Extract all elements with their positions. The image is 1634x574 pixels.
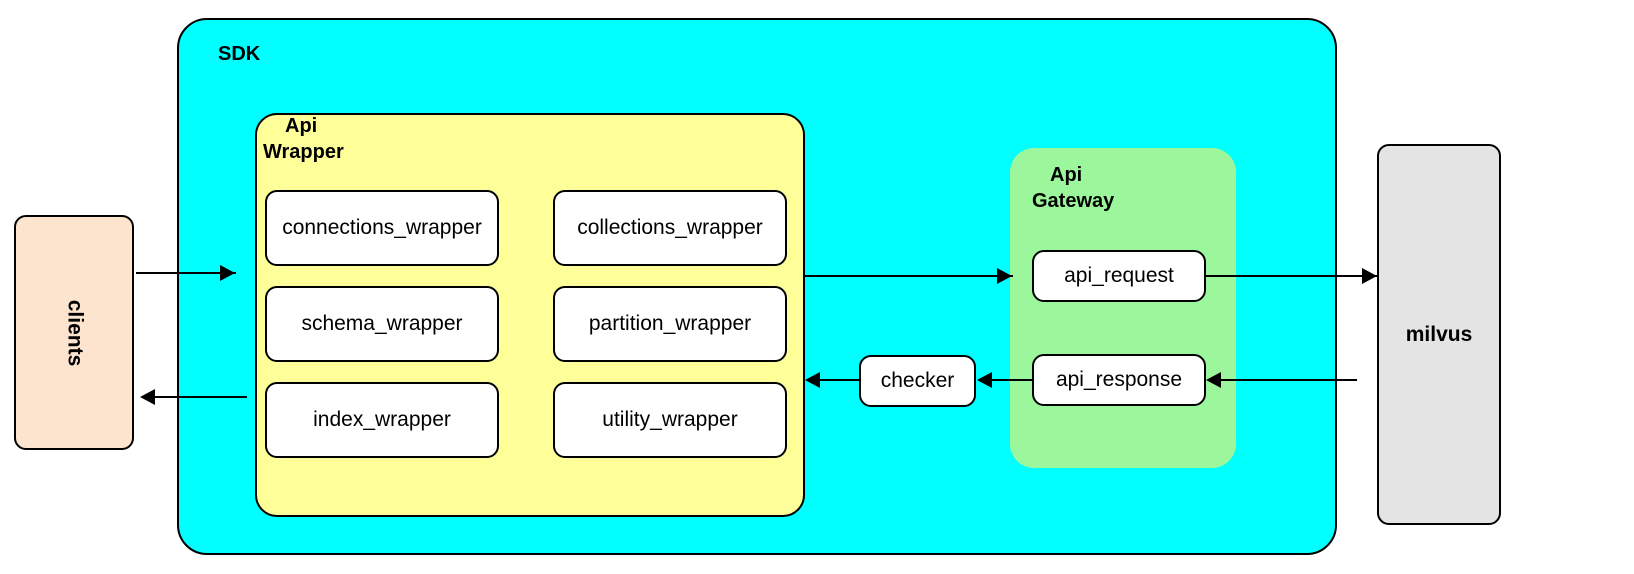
connector-api-request-to-milvus bbox=[1205, 275, 1379, 277]
connector-clients-to-sdk bbox=[136, 272, 236, 274]
node-api-request[interactable]: api_request bbox=[1032, 250, 1206, 302]
connector-wrapper-to-api-request bbox=[803, 275, 1013, 277]
api-wrapper-title: Api Wrapper bbox=[263, 115, 344, 163]
node-checker[interactable]: checker bbox=[859, 355, 976, 407]
module-label: schema_wrapper bbox=[301, 312, 463, 335]
node-label: checker bbox=[880, 369, 955, 392]
module-label: index_wrapper bbox=[313, 408, 451, 431]
arrowhead-wrapper-to-api-request-icon bbox=[997, 268, 1012, 284]
arrowhead-clients-to-sdk-icon bbox=[220, 265, 235, 281]
node-label: api_response bbox=[1055, 368, 1183, 391]
arrowhead-api-request-to-milvus-icon bbox=[1362, 268, 1377, 284]
api-gateway-title: Api Gateway bbox=[1032, 164, 1115, 212]
module-label: utility_wrapper bbox=[602, 408, 738, 431]
module-label: connections_wrapper bbox=[282, 216, 482, 239]
arrowhead-api-response-to-checker-icon bbox=[977, 372, 992, 388]
module-connections-wrapper[interactable]: connections_wrapper bbox=[265, 190, 499, 266]
arrowhead-checker-to-wrapper-icon bbox=[805, 372, 820, 388]
api-gateway-container[interactable] bbox=[1010, 148, 1236, 468]
module-label: partition_wrapper bbox=[588, 312, 752, 335]
node-label: api_request bbox=[1064, 264, 1174, 287]
module-schema-wrapper[interactable]: schema_wrapper bbox=[265, 286, 499, 362]
milvus-label: milvus bbox=[1405, 322, 1473, 346]
clients-label: clients bbox=[63, 299, 86, 366]
connector-sdk-to-clients bbox=[146, 396, 247, 398]
node-api-response[interactable]: api_response bbox=[1032, 354, 1206, 406]
sdk-title: SDK bbox=[218, 43, 261, 65]
connector-checker-to-wrapper bbox=[818, 379, 860, 381]
module-index-wrapper[interactable]: index_wrapper bbox=[265, 382, 499, 458]
arrowhead-sdk-to-clients-icon bbox=[140, 389, 155, 405]
arrowhead-milvus-to-api-response-icon bbox=[1206, 372, 1221, 388]
clients-node[interactable]: clients bbox=[14, 215, 134, 450]
module-label: collections_wrapper bbox=[577, 216, 763, 239]
milvus-node[interactable]: milvus bbox=[1377, 144, 1501, 525]
connector-api-response-to-checker bbox=[988, 379, 1032, 381]
module-collections-wrapper[interactable]: collections_wrapper bbox=[553, 190, 787, 266]
module-utility-wrapper[interactable]: utility_wrapper bbox=[553, 382, 787, 458]
connector-milvus-to-api-response bbox=[1212, 379, 1357, 381]
module-partition-wrapper[interactable]: partition_wrapper bbox=[553, 286, 787, 362]
